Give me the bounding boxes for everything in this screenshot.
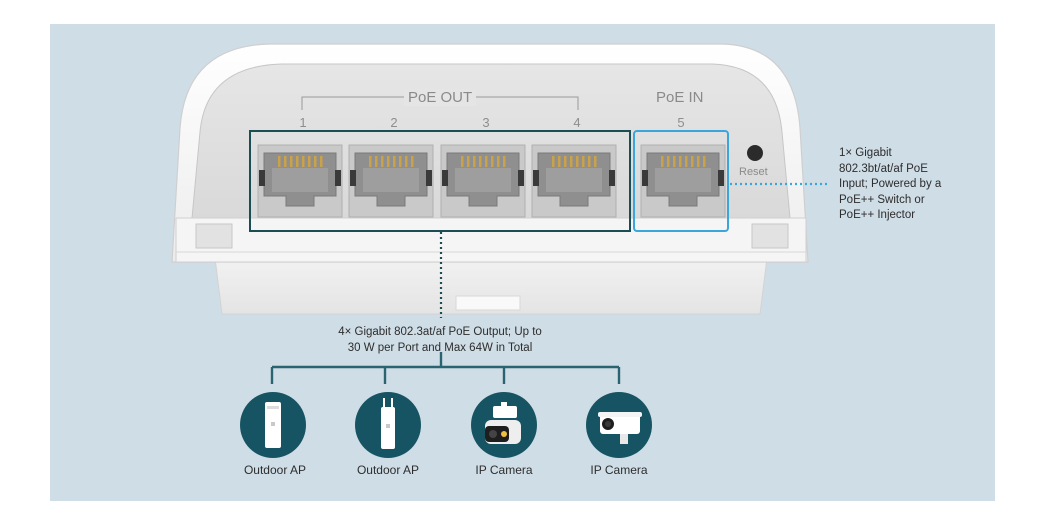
outdoor-ap-icon xyxy=(265,402,281,448)
input-line: PoE++ Injector xyxy=(839,209,916,221)
poe-in-label: PoE IN xyxy=(656,89,704,106)
port-number-4: 4 xyxy=(573,115,581,130)
right-clip xyxy=(751,223,789,249)
ptz-camera-icon xyxy=(485,402,521,444)
poe-out-frame xyxy=(249,130,631,232)
poe-out-label: PoE OUT xyxy=(404,89,477,106)
outdoor-ap-1 xyxy=(240,392,306,458)
ethernet-port xyxy=(531,144,617,218)
poe-input-description: 1× Gigabit 802.3bt/at/af PoE Input; Powe… xyxy=(839,146,979,224)
ethernet-port xyxy=(348,144,434,218)
input-line: PoE++ Switch or xyxy=(839,193,925,206)
ethernet-port xyxy=(257,144,343,218)
poe-in-frame xyxy=(633,130,729,232)
base-mount-slot xyxy=(455,295,521,311)
device-label-ip-camera-2: IP Camera xyxy=(590,463,648,477)
ethernet-ports xyxy=(257,144,726,218)
device-lip xyxy=(175,217,807,263)
left-clip xyxy=(195,223,233,249)
device-label-outdoor-ap-1: Outdoor AP xyxy=(243,463,307,477)
output-line: 30 W per Port and Max 64W in Total xyxy=(347,342,533,354)
poe-output-description: 4× Gigabit 802.3at/af PoE Output; Up to … xyxy=(320,324,560,356)
port-number-1: 1 xyxy=(299,115,307,130)
input-line: 802.3bt/at/af PoE xyxy=(839,162,928,175)
input-line: Input; Powered by a xyxy=(839,178,942,190)
ethernet-port xyxy=(640,144,726,218)
bullet-camera-icon xyxy=(598,412,642,444)
device-label-outdoor-ap-2: Outdoor AP xyxy=(356,463,420,477)
ethernet-port xyxy=(440,144,526,218)
reset-label: Reset xyxy=(739,166,768,178)
outdoor-ap-antenna-icon xyxy=(381,398,395,449)
port-number-3: 3 xyxy=(482,115,490,130)
output-line: 4× Gigabit 802.3at/af PoE Output; Up to xyxy=(338,326,542,338)
device-label-ip-camera-1: IP Camera xyxy=(475,463,533,477)
reset-button xyxy=(747,145,763,161)
ip-camera-1 xyxy=(471,392,537,458)
outdoor-ap-2 xyxy=(355,392,421,458)
port-number-5: 5 xyxy=(677,115,685,130)
ip-camera-2 xyxy=(586,392,652,458)
port-number-2: 2 xyxy=(390,115,398,130)
input-line: 1× Gigabit xyxy=(839,147,892,159)
device-branch-lines xyxy=(270,352,621,384)
